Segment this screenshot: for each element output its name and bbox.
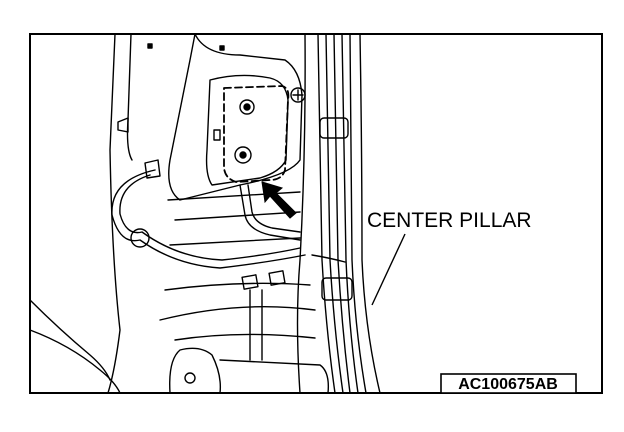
center-pillar-edge bbox=[296, 33, 306, 394]
bolt-icon bbox=[234, 146, 252, 164]
illustration-frame bbox=[29, 33, 603, 394]
bracket-dashed-outline bbox=[223, 85, 290, 183]
grommet bbox=[130, 228, 150, 248]
arrow-icon bbox=[261, 181, 297, 219]
clip bbox=[268, 270, 286, 286]
callout-leader-line bbox=[371, 233, 406, 306]
left-outer-curve bbox=[29, 329, 121, 394]
screw-icon bbox=[290, 87, 306, 103]
loose-wire bbox=[111, 169, 306, 269]
clip bbox=[241, 274, 259, 290]
left-panel-inner-edge bbox=[126, 33, 133, 161]
figure-code-box bbox=[440, 373, 577, 394]
pillar-drawing bbox=[29, 33, 381, 394]
upper-trim bbox=[168, 33, 303, 201]
figure-code: AC100675AB bbox=[458, 376, 558, 393]
bolt-icon bbox=[239, 99, 255, 115]
wiring-harness bbox=[311, 33, 367, 394]
left-body-panel bbox=[107, 33, 121, 394]
center-pillar-label: CENTER PILLAR bbox=[367, 209, 532, 232]
seat-bracket bbox=[169, 347, 222, 394]
